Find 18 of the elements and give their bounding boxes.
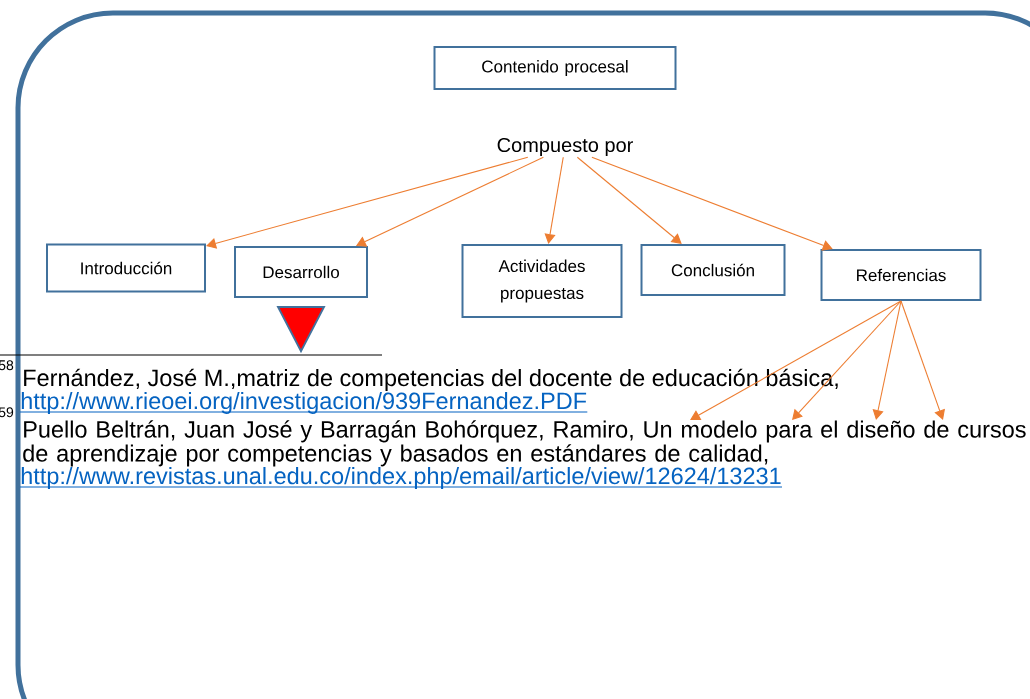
arrow <box>591 156 833 251</box>
arrow <box>872 300 902 420</box>
arrow <box>900 300 945 420</box>
process-box: Contenido procesal <box>433 46 677 90</box>
arrow <box>206 156 529 249</box>
arrow <box>576 156 682 244</box>
footnote-text: Puello Beltrán, Juan José y Barragán Bohórquez, Ramiro, Un modelo para el diseño de cursos de aprendizaje por competencias y basados en estándares de calidad, <box>23 420 1026 467</box>
process-box: Desarrollo <box>234 246 368 298</box>
link: http://www.rieoei.org/investigacion/939Fernandez.PDF <box>19 392 588 414</box>
process-box: Conclusión <box>640 244 786 296</box>
process-box: Actividades propuestas <box>461 244 623 318</box>
arrow <box>690 300 902 420</box>
arrow <box>792 300 902 420</box>
node-text: Compuesto por <box>495 136 635 158</box>
process-box: Introducción <box>46 243 206 293</box>
process-box: Referencias <box>820 249 982 301</box>
arrow <box>544 156 564 244</box>
link: http://www.revistas.unal.edu.co/index.php/email/article/view/12624/13231 <box>19 467 783 489</box>
